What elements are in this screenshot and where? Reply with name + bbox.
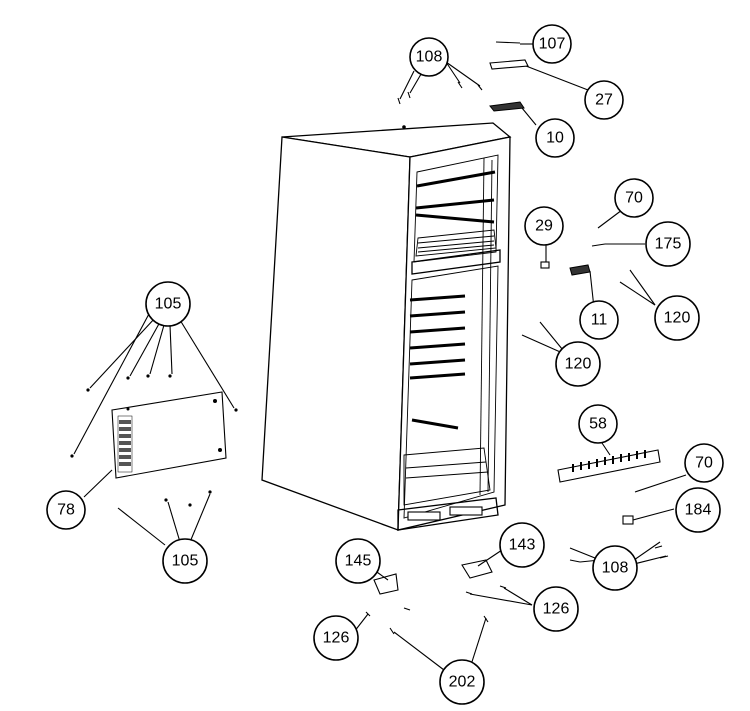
- callout-105-bottom: 105: [162, 538, 208, 584]
- callout-label: 105: [172, 553, 199, 570]
- callout-label: 58: [589, 416, 607, 433]
- callout-108-bottom: 108: [592, 545, 638, 591]
- callout-label: 70: [625, 190, 643, 207]
- callout-label: 126: [323, 630, 350, 647]
- small-parts: [70, 41, 669, 635]
- refrigerator-cabinet: [261, 122, 512, 531]
- callout-label: 184: [685, 502, 712, 519]
- callout-126-left: 126: [313, 615, 359, 661]
- callout-label: 126: [543, 601, 570, 618]
- callout-143: 143: [499, 522, 545, 568]
- callout-label: 108: [602, 560, 629, 577]
- callout-202: 202: [439, 659, 485, 705]
- callout-145: 145: [335, 538, 381, 584]
- cover-plate-78: [111, 391, 227, 479]
- callout-10: 10: [535, 118, 575, 158]
- callout-175: 175: [645, 221, 691, 267]
- callout-label: 70: [695, 455, 713, 472]
- callout-label: 120: [565, 356, 592, 373]
- callout-70-top: 70: [614, 178, 654, 218]
- callout-29: 29: [524, 206, 564, 246]
- callout-184: 184: [675, 487, 721, 533]
- callout-label: 120: [664, 310, 691, 327]
- callout-label: 143: [509, 537, 536, 554]
- callout-label: 29: [535, 218, 553, 235]
- callout-107: 107: [532, 24, 572, 64]
- callout-27: 27: [584, 80, 624, 120]
- toe-grille-58: [557, 449, 661, 483]
- callout-120-left: 120: [555, 341, 601, 387]
- callout-70-bottom: 70: [684, 443, 724, 483]
- callout-126-right: 126: [533, 586, 579, 632]
- callout-label: 11: [591, 312, 608, 329]
- callout-11: 11: [579, 300, 619, 340]
- callout-label: 10: [546, 130, 564, 147]
- callout-label: 202: [449, 674, 476, 691]
- callout-108-top: 108: [409, 37, 449, 77]
- leader-lines: [73, 43, 687, 671]
- callout-label: 27: [595, 92, 613, 109]
- callout-label: 105: [155, 296, 182, 313]
- callout-120-right: 120: [654, 295, 700, 341]
- callout-label: 78: [57, 502, 75, 519]
- callout-78: 78: [46, 490, 86, 530]
- callout-105-top: 105: [145, 281, 191, 327]
- callout-label: 108: [416, 49, 443, 66]
- callout-58: 58: [578, 404, 618, 444]
- callout-label: 175: [655, 236, 682, 253]
- callout-label: 145: [345, 553, 372, 570]
- callout-label: 107: [539, 36, 566, 53]
